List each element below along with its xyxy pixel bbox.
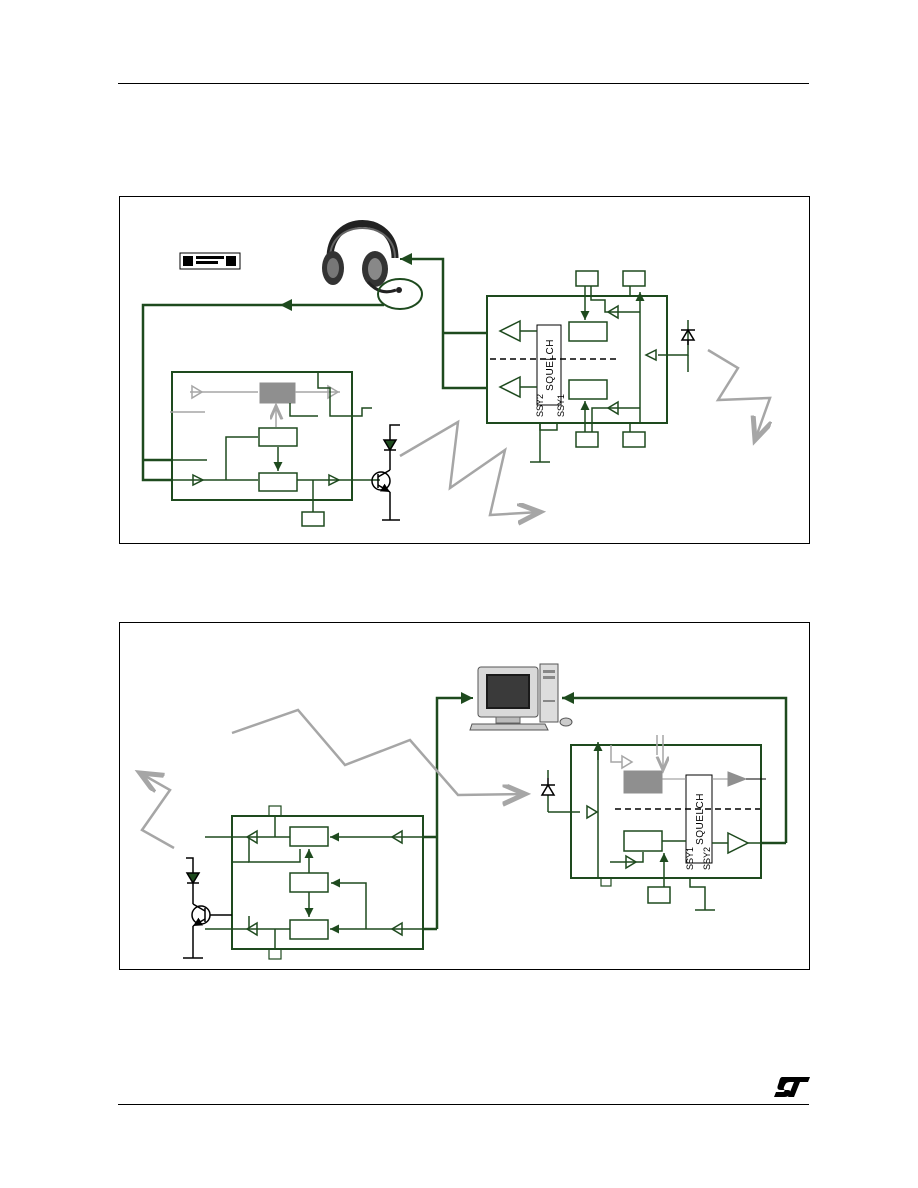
- block: [289, 919, 329, 940]
- header-rule: [118, 83, 809, 84]
- ir-wave: [231, 708, 525, 795]
- receiver-paths: [498, 286, 689, 463]
- photodiode-icon: [540, 778, 556, 796]
- gray-block: [259, 382, 296, 404]
- squelch-block: [536, 324, 562, 406]
- block: [622, 270, 646, 287]
- figure-top-frame: [119, 196, 810, 544]
- microphone-icon: [377, 278, 423, 310]
- receiver-paths: [547, 742, 760, 911]
- squelch-label: SQUELCH: [545, 339, 556, 391]
- receiver-chip: [486, 295, 668, 424]
- ir-wave: [399, 419, 540, 515]
- block: [268, 948, 282, 960]
- receiver-chip: [570, 744, 762, 879]
- block: [289, 872, 329, 893]
- block: [258, 472, 298, 492]
- headset-icon: [322, 220, 402, 294]
- pin-label: SSY1: [556, 394, 566, 417]
- squelch-label: SQUELCH: [695, 793, 706, 845]
- block: [568, 379, 608, 400]
- gray-block: [623, 770, 663, 794]
- ir-wave: [707, 348, 770, 440]
- block: [258, 427, 298, 447]
- led-icon: [382, 424, 400, 455]
- pin-label: SSY2: [702, 847, 712, 870]
- block: [568, 321, 608, 342]
- block: [289, 826, 329, 847]
- figure-bottom-frame: [119, 622, 810, 970]
- decorative-logo: [179, 252, 241, 270]
- transistor-icon: [371, 455, 400, 521]
- squelch-block: [685, 774, 713, 864]
- top-wiring: [141, 257, 487, 482]
- bottom-wiring: [423, 696, 788, 931]
- transmitter-chip: [171, 371, 353, 501]
- gray-signal-paths: [662, 771, 766, 787]
- green-signal-paths: [172, 372, 380, 512]
- pin-label: SSY2: [535, 394, 545, 417]
- block: [622, 431, 646, 448]
- block: [268, 805, 282, 817]
- photodiode-icon: [680, 328, 696, 345]
- ir-wave: [140, 773, 175, 850]
- block: [575, 270, 599, 287]
- gray-signal-paths: [170, 384, 340, 427]
- computer-icon: [469, 663, 573, 731]
- footer-rule: [118, 1104, 809, 1105]
- block: [647, 886, 671, 904]
- transistor-icon: [183, 890, 232, 959]
- block: [575, 431, 599, 448]
- green-signal-paths: [205, 816, 423, 949]
- block: [600, 877, 612, 887]
- led-icon: [185, 857, 201, 890]
- pin-label: SSY1: [685, 847, 695, 870]
- transmitter-chip: [231, 815, 424, 950]
- block: [623, 830, 663, 852]
- gray-signal-paths: [610, 735, 663, 770]
- st-logo-icon: [774, 1077, 810, 1097]
- block: [301, 511, 325, 527]
